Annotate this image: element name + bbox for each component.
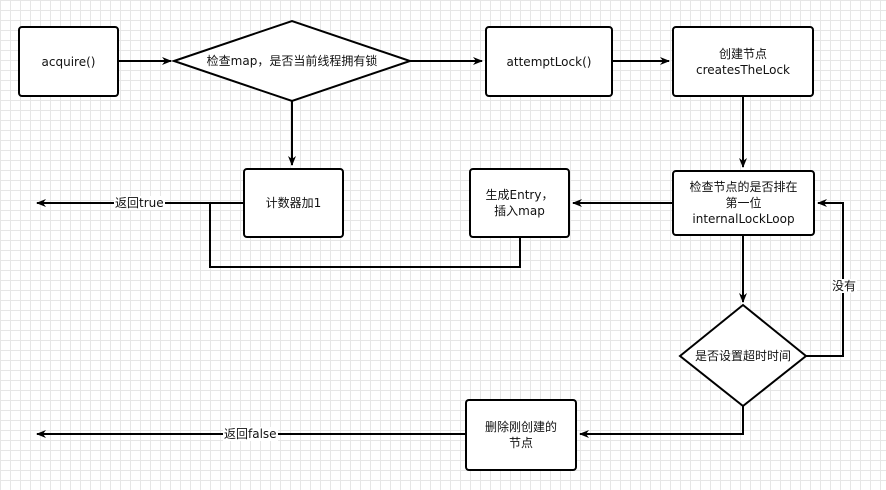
node-gen-entry: 生成Entry， 插入map — [469, 168, 570, 238]
node-gen-entry-line1: 生成Entry， — [485, 188, 554, 202]
node-gen-entry-line2: 插入map — [494, 204, 545, 218]
node-acquire-label: acquire() — [41, 54, 96, 69]
node-counter-label: 计数器加1 — [265, 196, 322, 210]
node-delete-node-line2: 节点 — [508, 436, 533, 450]
node-check-first: 检查节点的是否排在 第一位 internalLockLoop — [672, 170, 815, 236]
decision-check-map-shape — [170, 19, 414, 103]
edge-entry-loop — [209, 203, 521, 268]
edge-label-no: 没有 — [831, 279, 858, 293]
node-acquire: acquire() — [18, 26, 119, 97]
decision-timeout-shape — [678, 303, 808, 408]
edge-label-return-true: 返回true — [114, 196, 165, 210]
node-counter: 计数器加1 — [243, 168, 344, 238]
node-create-node: 创建节点 createsTheLock — [672, 26, 814, 97]
edge-label-return-false: 返回false — [223, 427, 278, 441]
edge-timeout-to-delete — [579, 406, 744, 438]
node-create-node-line2: createsTheLock — [695, 62, 791, 77]
node-attempt-lock: attemptLock() — [485, 26, 613, 97]
node-delete-node: 删除刚创建的 节点 — [465, 399, 577, 471]
node-check-first-line2: 第一位 — [725, 196, 762, 210]
node-attempt-lock-label: attemptLock() — [506, 54, 592, 69]
node-delete-node-line1: 删除刚创建的 — [484, 420, 557, 434]
node-create-node-line1: 创建节点 — [718, 46, 767, 61]
node-check-first-line3: internalLockLoop — [692, 212, 795, 226]
node-check-first-line1: 检查节点的是否排在 — [689, 180, 798, 194]
